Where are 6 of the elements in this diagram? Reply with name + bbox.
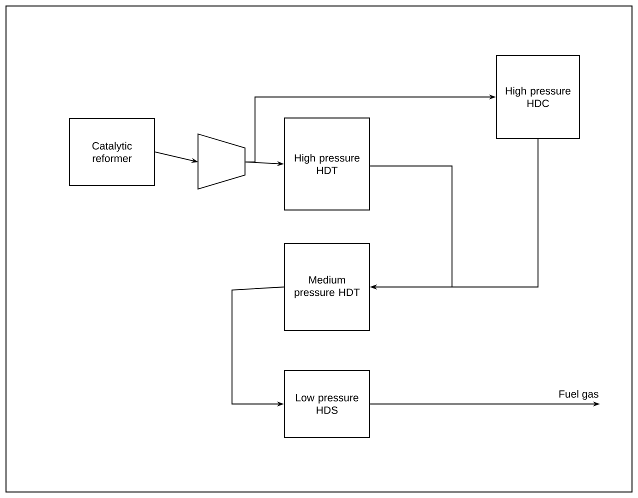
process-box: High pressure HDT <box>284 118 370 210</box>
process-box: Medium pressure HDT <box>284 243 370 331</box>
edge-label: Fuel gas <box>559 390 598 400</box>
process-box: Catalytic reformer <box>69 118 155 186</box>
process-box: Low pressure HDS <box>284 370 370 438</box>
process-box: High pressure HDC <box>496 55 580 139</box>
